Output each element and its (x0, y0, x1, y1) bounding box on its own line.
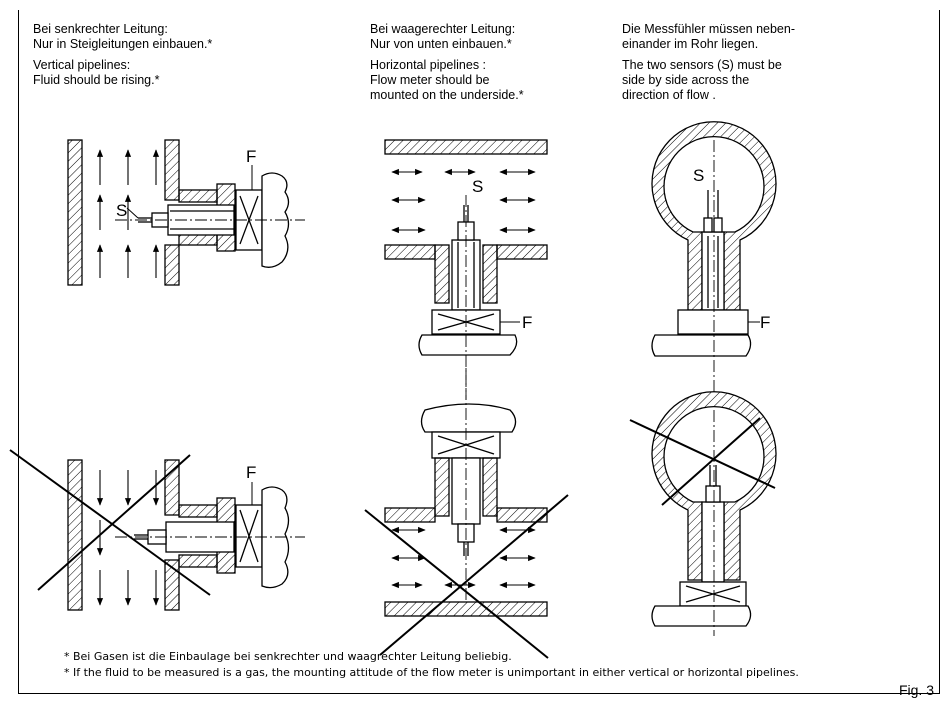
column-sensor-text: Die Messfühler müssen neben- einander im… (622, 22, 795, 109)
flange-label-4: F (246, 463, 256, 482)
vertical-en-text: Vertical pipelines: Fluid should be risi… (33, 58, 160, 87)
footnote-en: * If the fluid to be measured is a gas, … (64, 666, 799, 679)
vertical-de-text: Bei senkrechter Leitung: Nur in Steiglei… (33, 22, 213, 51)
sensor-label-3: S (693, 166, 704, 185)
figure-frame (18, 10, 940, 694)
flange-label-1: F (246, 147, 256, 166)
diagram-horizontal-correct (384, 139, 548, 400)
horizontal-de-text: Bei waagerechter Leitung: Nur von unten … (370, 22, 516, 51)
flange-label-3: F (760, 313, 770, 332)
diagram-horizontal-wrong (364, 368, 569, 659)
diagram-vertical-correct (67, 139, 305, 286)
sensor-label-2: S (472, 177, 483, 196)
horizontal-en-text: Horizontal pipelines : Flow meter should… (370, 58, 524, 102)
column-horizontal-text: Bei waagerechter Leitung: Nur von unten … (370, 22, 524, 109)
diagram-sensors-wrong (629, 391, 777, 636)
figure-label: Fig. 3 (898, 682, 934, 698)
diagram-sensors-correct (651, 121, 777, 395)
diagram-vertical-wrong (9, 449, 305, 611)
flange-label-2: F (522, 313, 532, 332)
footnote-de: * Bei Gasen ist die Einbaulage bei senkr… (64, 650, 512, 663)
column-vertical-text: Bei senkrechter Leitung: Nur in Steiglei… (33, 22, 212, 94)
sensor-de-text: Die Messfühler müssen neben- einander im… (622, 22, 795, 51)
sensor-en-text: The two sensors (S) must be side by side… (622, 58, 782, 102)
sensor-label-1: S (116, 201, 127, 220)
